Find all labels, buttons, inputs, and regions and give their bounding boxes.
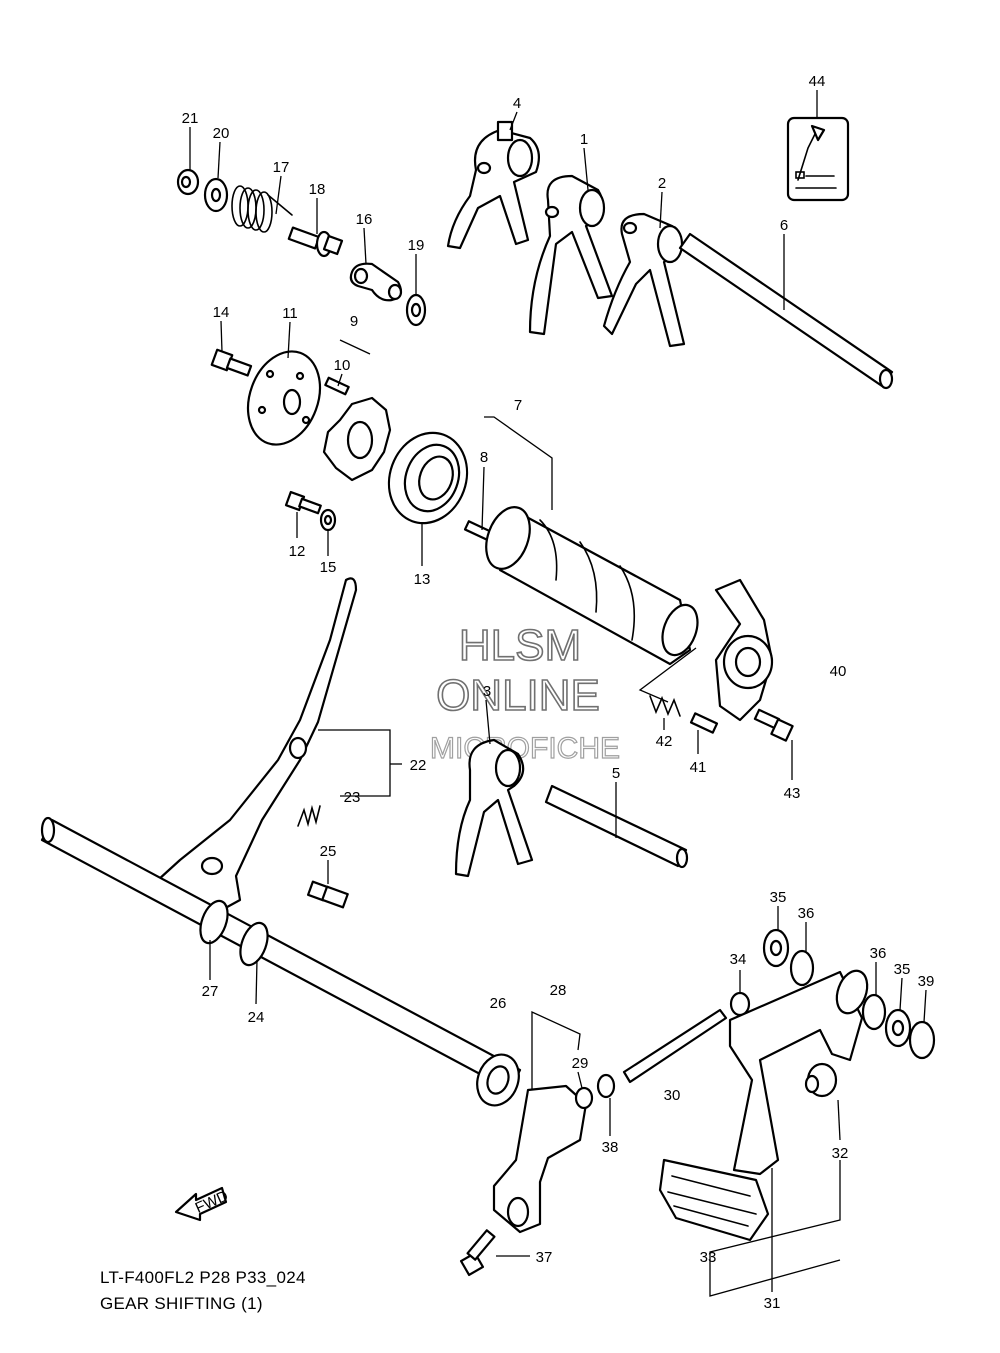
part-11-cam-plate (246, 350, 322, 446)
callout-8: 8 (480, 449, 488, 466)
watermark-line1: HLSM (459, 621, 581, 670)
part-23-spring (297, 804, 321, 828)
part-3-shift-fork (454, 738, 534, 878)
callout-35-upper: 35 (770, 889, 787, 906)
callout-26: 26 (490, 995, 507, 1012)
callout-22: 22 (410, 757, 427, 774)
part-17-spring (231, 185, 293, 233)
callout-27: 27 (202, 983, 219, 1000)
part-2-shift-fork (602, 212, 686, 348)
part-36-oring-lower (861, 993, 887, 1031)
part-19-washer (405, 293, 427, 327)
part-38-nut (596, 1073, 616, 1099)
callout-10: 10 (334, 357, 351, 374)
part-35-washer-lower (884, 1008, 912, 1048)
part-33-pedal-rubber (658, 1158, 770, 1242)
callout-33: 33 (700, 1249, 717, 1266)
part-40-cam-stopper (714, 578, 774, 722)
callout-13: 13 (414, 571, 431, 588)
part-39-circlip (908, 1020, 936, 1060)
part-16-stopper-arm (349, 262, 403, 302)
part-31-gear-shift-pedal (728, 969, 869, 1176)
callout-44: 44 (809, 73, 826, 90)
part-12-bolt (284, 490, 322, 515)
part-24-gear-shift-shaft (40, 816, 522, 1092)
callout-42: 42 (656, 733, 673, 750)
callout-36-upper: 36 (798, 905, 815, 922)
callout-2: 2 (658, 175, 666, 192)
part-28-gear-shift-lever (492, 1084, 588, 1234)
callout-35-lower: 35 (894, 961, 911, 978)
callout-12: 12 (289, 543, 306, 560)
part-37-bolt (459, 1229, 496, 1277)
callout-23: 23 (344, 789, 361, 806)
part-30-gear-shift-rod (622, 1008, 728, 1084)
callout-9: 9 (350, 313, 358, 330)
callout-36-lower: 36 (870, 945, 887, 962)
callout-5: 5 (612, 765, 620, 782)
part-36-oring-upper (789, 949, 815, 987)
diagram-code: LT-F400FL2 P28 P33_024 (100, 1268, 306, 1287)
part-1-shift-fork (528, 174, 614, 336)
part-10-pin (324, 376, 350, 396)
part-22-gear-shift-arm (156, 577, 358, 914)
callout-39: 39 (918, 973, 935, 990)
callout-7: 7 (514, 397, 522, 414)
callout-43: 43 (784, 785, 801, 802)
callout-3: 3 (483, 683, 491, 700)
callout-31: 31 (764, 1295, 781, 1312)
part-25-bolt (306, 880, 349, 909)
callout-18: 18 (309, 181, 326, 198)
callout-40: 40 (830, 663, 847, 680)
callout-24: 24 (248, 1009, 265, 1026)
callout-21: 21 (182, 110, 199, 127)
watermark-line3: MICROFICHE (430, 732, 620, 765)
part-9-gear-shift-cam (322, 396, 392, 482)
part-26-oil-seal (476, 1053, 520, 1107)
callout-4: 4 (513, 95, 521, 112)
callout-11: 11 (282, 305, 298, 322)
part-43-bolt (753, 708, 794, 742)
callout-16: 16 (356, 211, 373, 228)
part-42-spring (649, 695, 681, 717)
part-6-fork-shaft (678, 232, 894, 390)
part-7-gear-shift-cam-drum (485, 506, 699, 666)
part-35-washer-upper (762, 928, 790, 968)
callout-1: 1 (580, 131, 588, 148)
part-4-shift-fork (446, 120, 541, 250)
callout-25: 25 (320, 843, 337, 860)
part-27-washer (199, 899, 229, 945)
part-20-washer (203, 177, 229, 213)
callout-28: 28 (550, 982, 567, 999)
fwd-arrow-icon: FWD (174, 1186, 231, 1222)
part-18-bolt (287, 226, 344, 258)
part-13-bearing (387, 431, 469, 525)
callout-32: 32 (832, 1145, 849, 1162)
callout-30: 30 (664, 1087, 681, 1104)
callout-41: 41 (690, 759, 707, 776)
callout-6: 6 (780, 217, 788, 234)
part-15-washer (319, 508, 337, 532)
part-14-bolt (210, 348, 253, 377)
watermark-line2: ONLINE (436, 671, 600, 720)
part-32-bolt (804, 1062, 838, 1098)
callout-29: 29 (572, 1055, 589, 1072)
callout-14: 14 (213, 304, 230, 321)
part-21-nut (176, 168, 200, 196)
part-44-label-plate (786, 116, 850, 202)
callout-19: 19 (408, 237, 425, 254)
callout-38: 38 (602, 1139, 619, 1156)
part-41-pin (689, 712, 719, 734)
callout-34: 34 (730, 951, 747, 968)
callout-20: 20 (213, 125, 230, 142)
callout-37: 37 (536, 1249, 553, 1266)
fwd-label: FWD (193, 1187, 231, 1216)
callout-15: 15 (320, 559, 337, 576)
part-29-joint (574, 1086, 594, 1110)
callout-17: 17 (273, 159, 290, 176)
diagram-title: GEAR SHIFTING (1) (100, 1294, 263, 1313)
